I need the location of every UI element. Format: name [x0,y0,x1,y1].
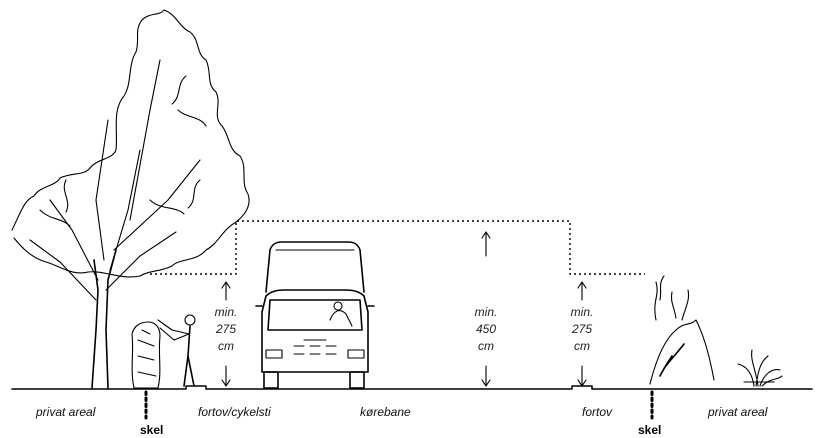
clearance-left-unit: cm [218,339,234,353]
truck-icon [255,241,375,389]
zone-label-sidewalk: fortov [582,405,613,419]
clearance-arrow-right [577,281,587,387]
clearance-right-prefix: min. [571,305,594,319]
plant-icon [737,349,783,387]
zone-label-roadway: kørebane [360,405,411,419]
clearance-center-unit: cm [478,339,494,353]
shrub-icon [649,275,715,385]
zone-label-sidewalk-cycle: fortov/cykelsti [198,405,271,419]
boundary-label-right: skel [638,423,661,437]
clearance-right-unit: cm [574,339,590,353]
clearance-center-value: 450 [476,322,496,336]
clearance-arrow-center [481,231,491,387]
clearance-center-prefix: min. [475,305,498,319]
clearance-envelope [150,220,645,275]
tree-icon [11,9,250,389]
boundary-label-left: skel [140,423,163,437]
clearance-left-value: 275 [215,322,236,336]
clearance-arrow-left [221,281,231,387]
clearance-right-value: 275 [571,322,592,336]
clearance-left-prefix: min. [215,305,238,319]
zone-label-private-left: privat areal [35,405,96,419]
zone-label-private-right: privat areal [707,405,768,419]
person-trimming-icon [157,314,196,387]
hedge-icon [131,321,161,389]
ground-line [11,385,813,390]
